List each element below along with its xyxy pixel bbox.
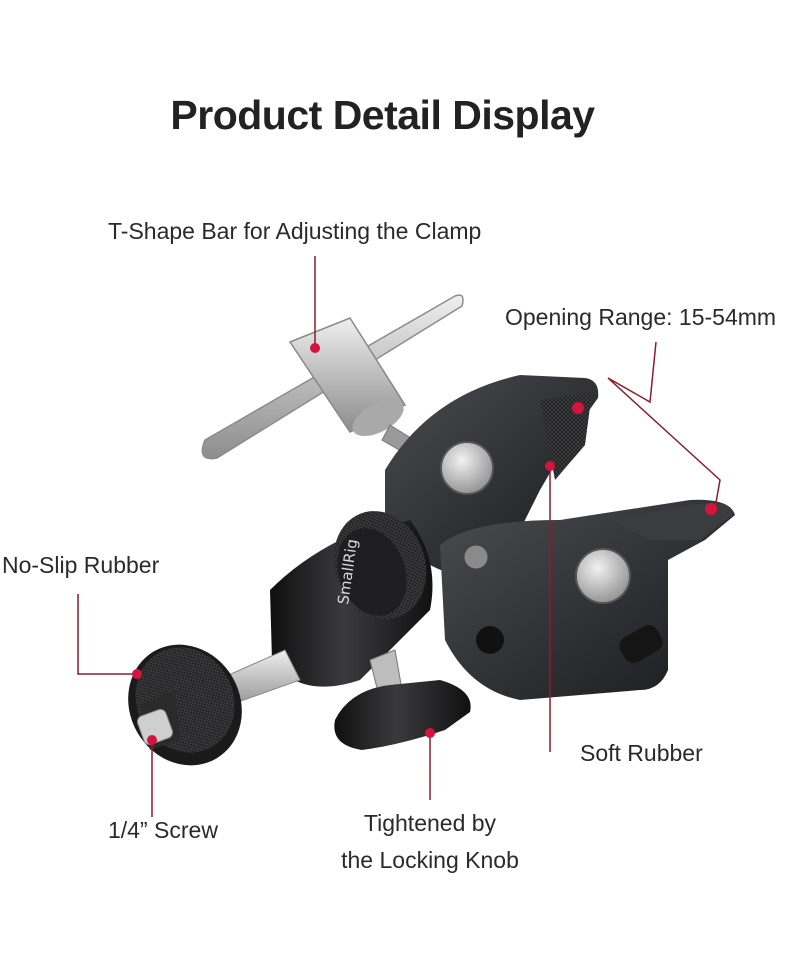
clamp-upper-jaw bbox=[385, 375, 599, 575]
callout-soft-rubber: Soft Rubber bbox=[580, 740, 703, 766]
marker-t-bar bbox=[310, 343, 320, 353]
marker-no-slip bbox=[132, 669, 142, 679]
clamp-lower-jaw bbox=[440, 499, 735, 700]
callout-knob-line2: the Locking Knob bbox=[341, 847, 519, 873]
callout-markers bbox=[132, 343, 717, 745]
marker-soft-rubber bbox=[545, 461, 555, 471]
callout-screw: 1/4” Screw bbox=[108, 817, 218, 843]
locking-knob bbox=[334, 649, 471, 750]
callout-opening-range: Opening Range: 15-54mm bbox=[505, 304, 777, 330]
marker-opening-lower bbox=[705, 503, 717, 515]
callout-leader-lines bbox=[77, 256, 721, 817]
no-slip-rubber-disc bbox=[128, 644, 242, 766]
callout-knob-line1: Tightened by bbox=[363, 810, 497, 836]
marker-screw bbox=[147, 735, 157, 745]
page-title: Product Detail Display bbox=[170, 92, 595, 138]
marker-opening-upper bbox=[572, 402, 584, 414]
marker-knob bbox=[425, 728, 435, 738]
callout-no-slip-rubber: No-Slip Rubber bbox=[2, 552, 160, 578]
ball-head: SmallRig bbox=[194, 511, 433, 713]
callout-t-bar: T-Shape Bar for Adjusting the Clamp bbox=[108, 218, 482, 244]
